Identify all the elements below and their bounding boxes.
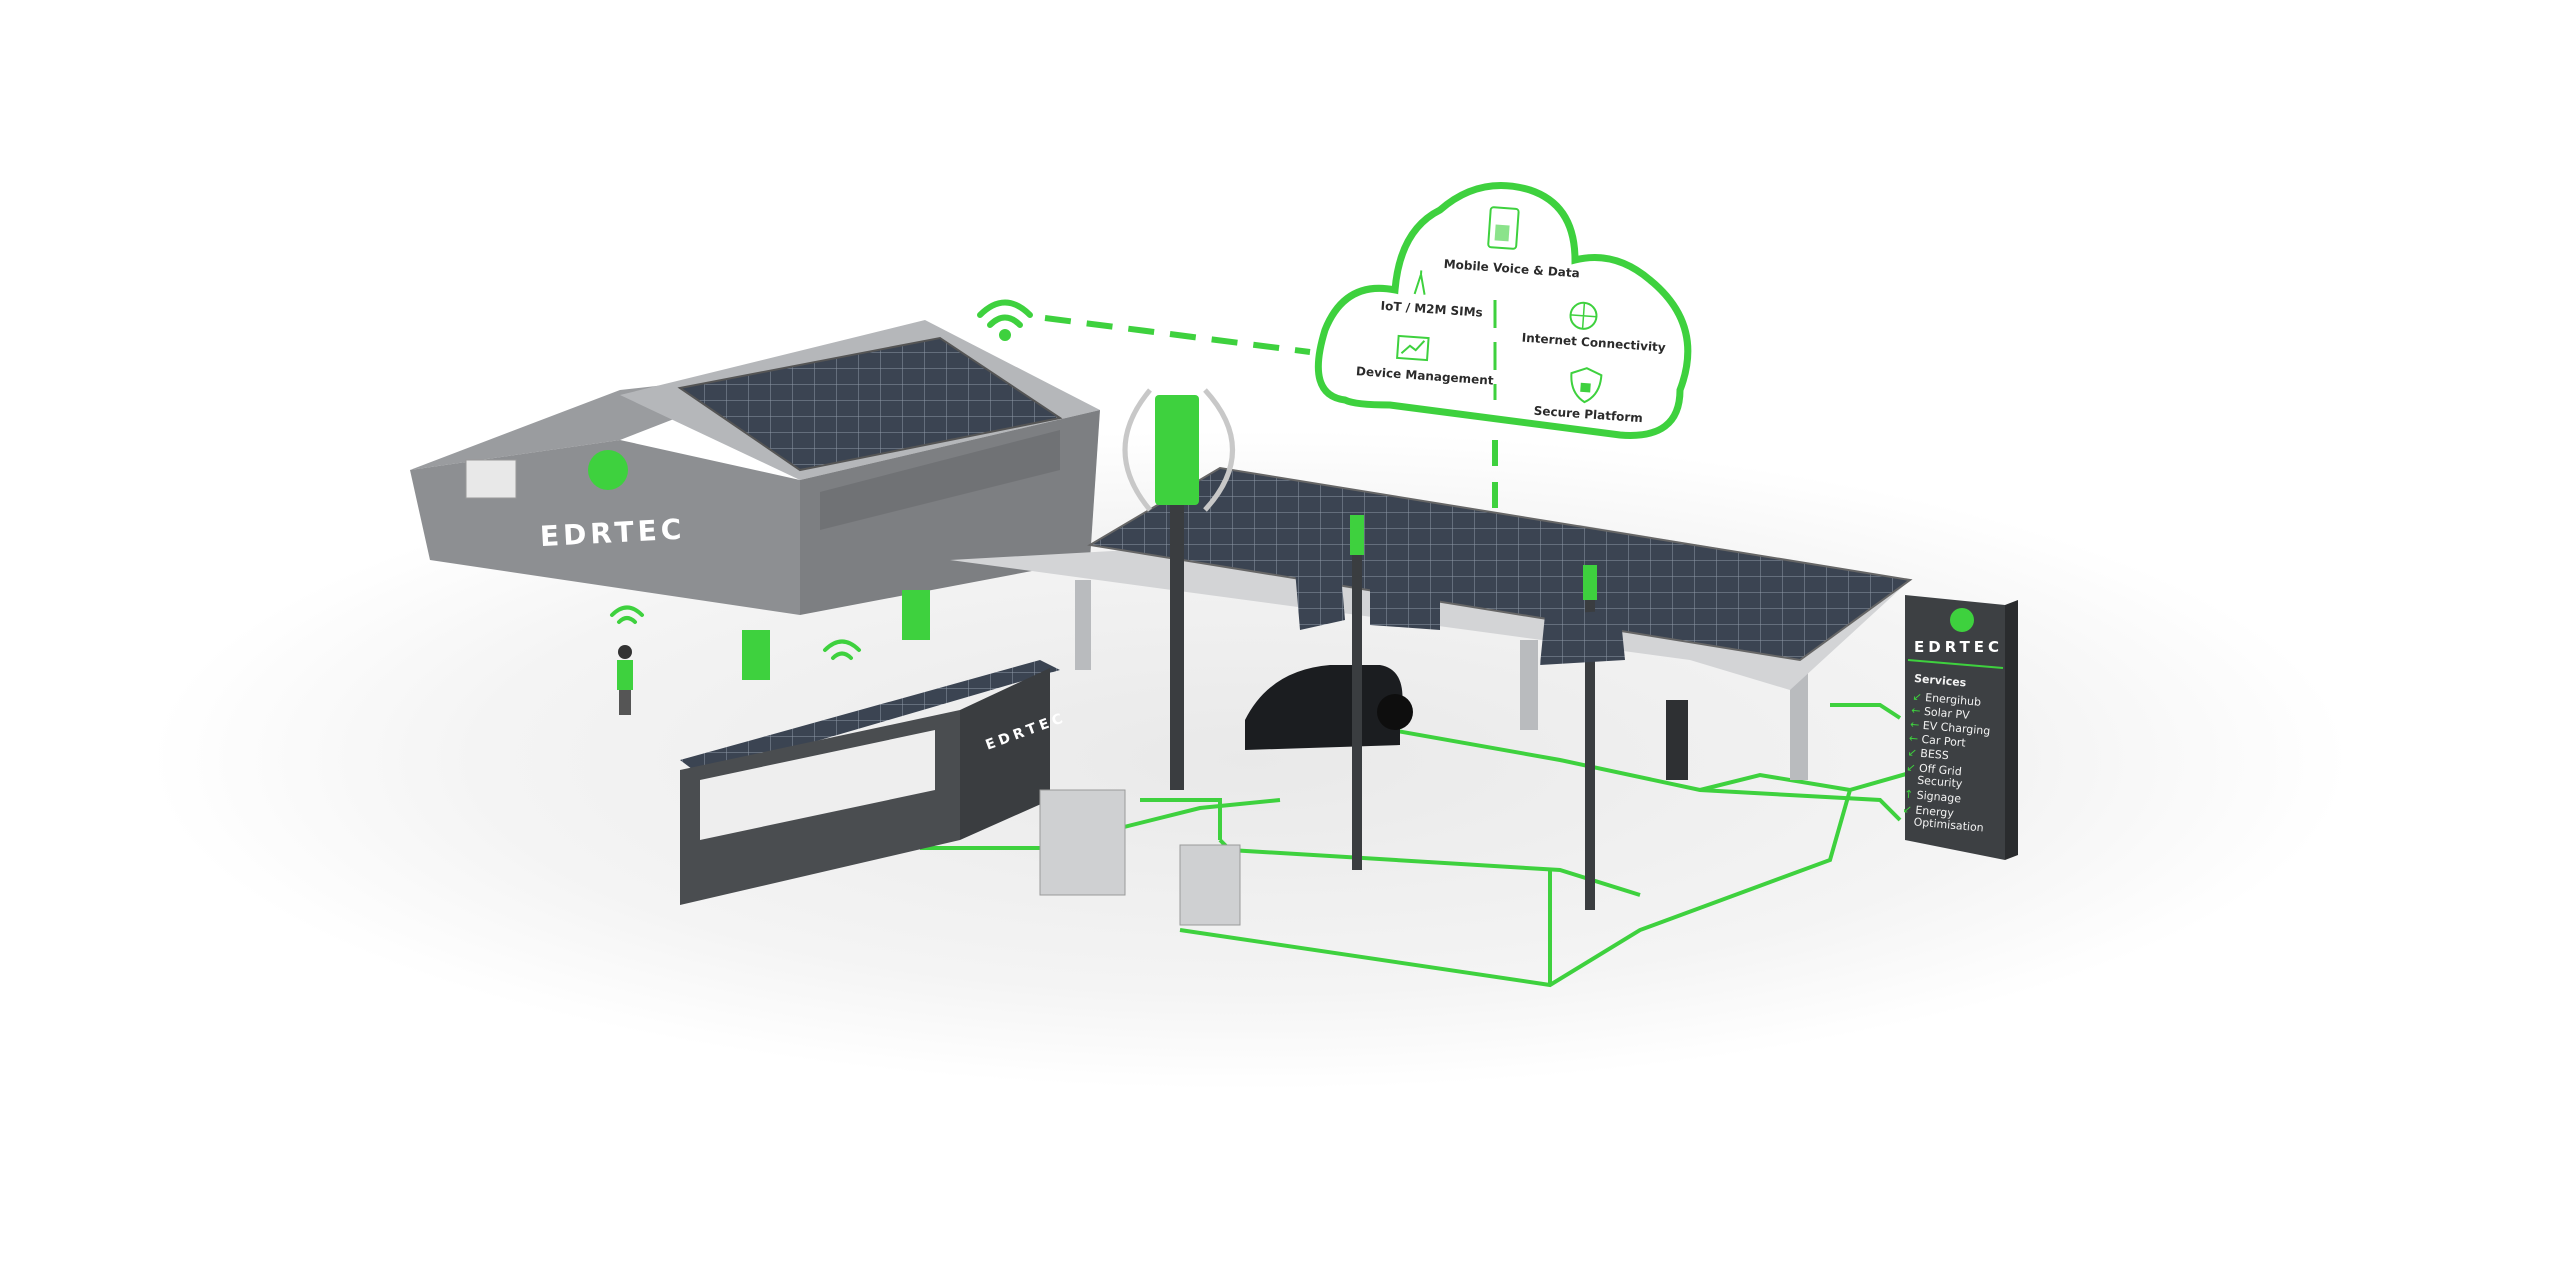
- container-unit: EDRTEC: [680, 590, 1069, 905]
- services-sign: EDRTEC Services ↙ Energihub ← Solar PV ←…: [1902, 595, 2018, 860]
- service-item: ← EV Charging: [1910, 718, 1991, 738]
- svg-text:EDRTEC: EDRTEC: [539, 513, 686, 554]
- services-heading: Services: [1914, 672, 1968, 690]
- building-logo: EDRTEC: [539, 450, 686, 553]
- wind-turbine: [1122, 388, 1235, 790]
- svg-text:EDRTEC: EDRTEC: [1914, 638, 2003, 656]
- street-lights: [1295, 515, 1625, 910]
- service-item-cont: Optimisation: [1913, 815, 1984, 834]
- wifi-icon: [610, 299, 1033, 660]
- network-links: [1044, 315, 1498, 510]
- service-item: ↙ Energihub: [1912, 690, 1982, 709]
- air-conditioner-unit: [465, 459, 517, 499]
- service-item: ↙ BESS: [1907, 746, 1949, 763]
- cell-tower-icon: [1413, 270, 1426, 295]
- person-on-phone: [617, 645, 633, 715]
- battery-cabinets: [1039, 789, 1241, 926]
- globe-icon: [1569, 301, 1598, 330]
- service-item-cont: Security: [1917, 774, 1964, 791]
- service-item: ↙ Energy: [1902, 802, 1955, 819]
- warehouse-building: EDRTEC: [410, 320, 1100, 615]
- service-item: ← Solar PV: [1911, 704, 1971, 722]
- sim-card-icon: [1487, 206, 1520, 250]
- electric-car: [1245, 665, 1413, 750]
- connectivity-cloud: Mobile Voice & Data IoT / M2M SIMs Inter…: [1314, 182, 1692, 439]
- ev-charger: [1666, 700, 1688, 780]
- service-item: ↑ Signage: [1903, 788, 1961, 806]
- service-item: ↙ Off Grid: [1906, 761, 1962, 779]
- monitor-chart-icon: [1396, 334, 1430, 362]
- shield-lock-icon: [1570, 367, 1603, 404]
- service-item: ← Car Port: [1908, 732, 1967, 750]
